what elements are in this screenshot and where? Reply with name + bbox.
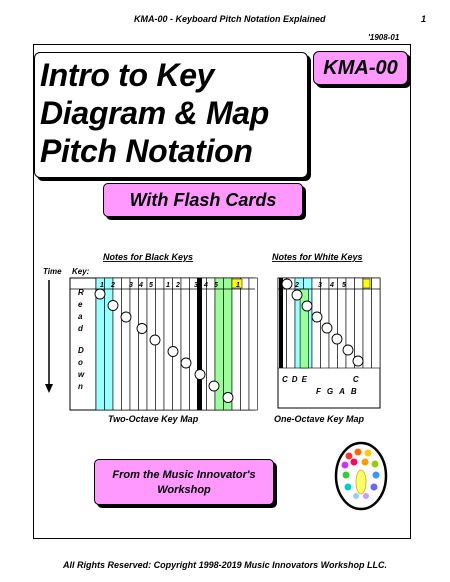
key-number: 5	[214, 282, 218, 289]
key-label: Key:	[72, 267, 90, 276]
key-column	[311, 277, 321, 369]
key-number: 4	[329, 282, 334, 289]
note-circle	[120, 311, 132, 323]
key-number: 2	[175, 282, 180, 289]
header-document-title: KMA-00 - Keyboard Pitch Notation Explain…	[134, 14, 326, 24]
note-circle	[94, 288, 106, 300]
time-arrow-head	[45, 384, 53, 393]
note-circle	[167, 346, 179, 357]
octave-divider	[279, 278, 283, 368]
note-circle	[222, 392, 234, 403]
key-number: 4	[203, 282, 208, 289]
title-box	[34, 52, 308, 178]
key-column	[129, 277, 139, 411]
header-page-number: 1	[421, 14, 427, 24]
yellow-key-marker	[362, 278, 371, 289]
key-column	[104, 277, 114, 411]
key-number: 2	[110, 282, 115, 289]
key-column	[362, 277, 372, 369]
key-number: 1	[166, 282, 170, 289]
read-down-letter: d	[78, 324, 84, 333]
key-column	[121, 277, 131, 411]
key-column	[138, 277, 148, 411]
key-column	[189, 277, 199, 411]
copyright-footer: All Rights Reserved: Copyright 1998-2019…	[63, 560, 387, 570]
key-column	[328, 277, 338, 369]
key-column	[231, 277, 241, 411]
note-circle	[136, 323, 148, 334]
code-badge: KMA-00	[313, 51, 408, 85]
read-down-letter: R	[78, 288, 84, 297]
time-label: Time	[43, 267, 62, 276]
subtitle-badge: With Flash Cards	[103, 183, 303, 217]
read-down-letter: D	[78, 346, 84, 355]
read-down-letter: o	[78, 358, 83, 367]
key-number: 3	[318, 282, 322, 289]
note-circle	[149, 334, 161, 346]
key-number: 5	[149, 282, 153, 289]
key-number: 1	[100, 282, 104, 289]
key-number: 1	[236, 282, 240, 289]
note-circle	[352, 355, 364, 367]
read-down-letter: a	[78, 312, 83, 321]
header-version: '1908-01	[368, 33, 400, 42]
note-circle	[107, 300, 119, 311]
key-number: 2	[294, 282, 299, 289]
key-column	[371, 277, 381, 369]
two-octave-caption: Two-Octave Key Map	[108, 414, 199, 424]
note-circle	[331, 333, 343, 345]
note-circle	[301, 300, 313, 312]
one-octave-caption: One-Octave Key Map	[274, 414, 365, 424]
note-circle	[194, 369, 206, 380]
read-down-letter: n	[78, 382, 83, 391]
note-circle	[281, 278, 293, 290]
note-circle	[321, 322, 333, 334]
workshop-badge: From the Music Innovator's Workshop	[94, 459, 274, 505]
key-column	[163, 277, 173, 411]
key-column	[337, 277, 347, 369]
key-number: 3	[194, 282, 198, 289]
key-column	[240, 277, 250, 411]
key-number: 3	[129, 282, 133, 289]
key-column	[180, 277, 190, 411]
key-column	[223, 277, 233, 411]
note-circle	[342, 344, 354, 356]
music-innovators-logo	[334, 441, 388, 511]
key-column	[248, 277, 258, 411]
two-octave-heading: Notes for Black Keys	[103, 252, 193, 262]
key-column	[172, 277, 182, 411]
note-circle	[180, 357, 192, 369]
key-column	[354, 277, 364, 369]
octave-divider	[197, 278, 202, 410]
read-down-letter: w	[78, 370, 85, 379]
page-frame	[33, 44, 411, 539]
read-down-letter: e	[78, 300, 83, 309]
note-circle	[311, 311, 323, 323]
key-number: 4	[138, 282, 143, 289]
key-number: 5	[342, 282, 346, 289]
note-circle	[291, 289, 303, 301]
page-title: Intro to Key Diagram & Map Pitch Notatio…	[40, 57, 270, 169]
note-circle	[208, 380, 220, 392]
one-octave-heading: Notes for White Keys	[272, 252, 363, 262]
key-column	[112, 277, 122, 411]
